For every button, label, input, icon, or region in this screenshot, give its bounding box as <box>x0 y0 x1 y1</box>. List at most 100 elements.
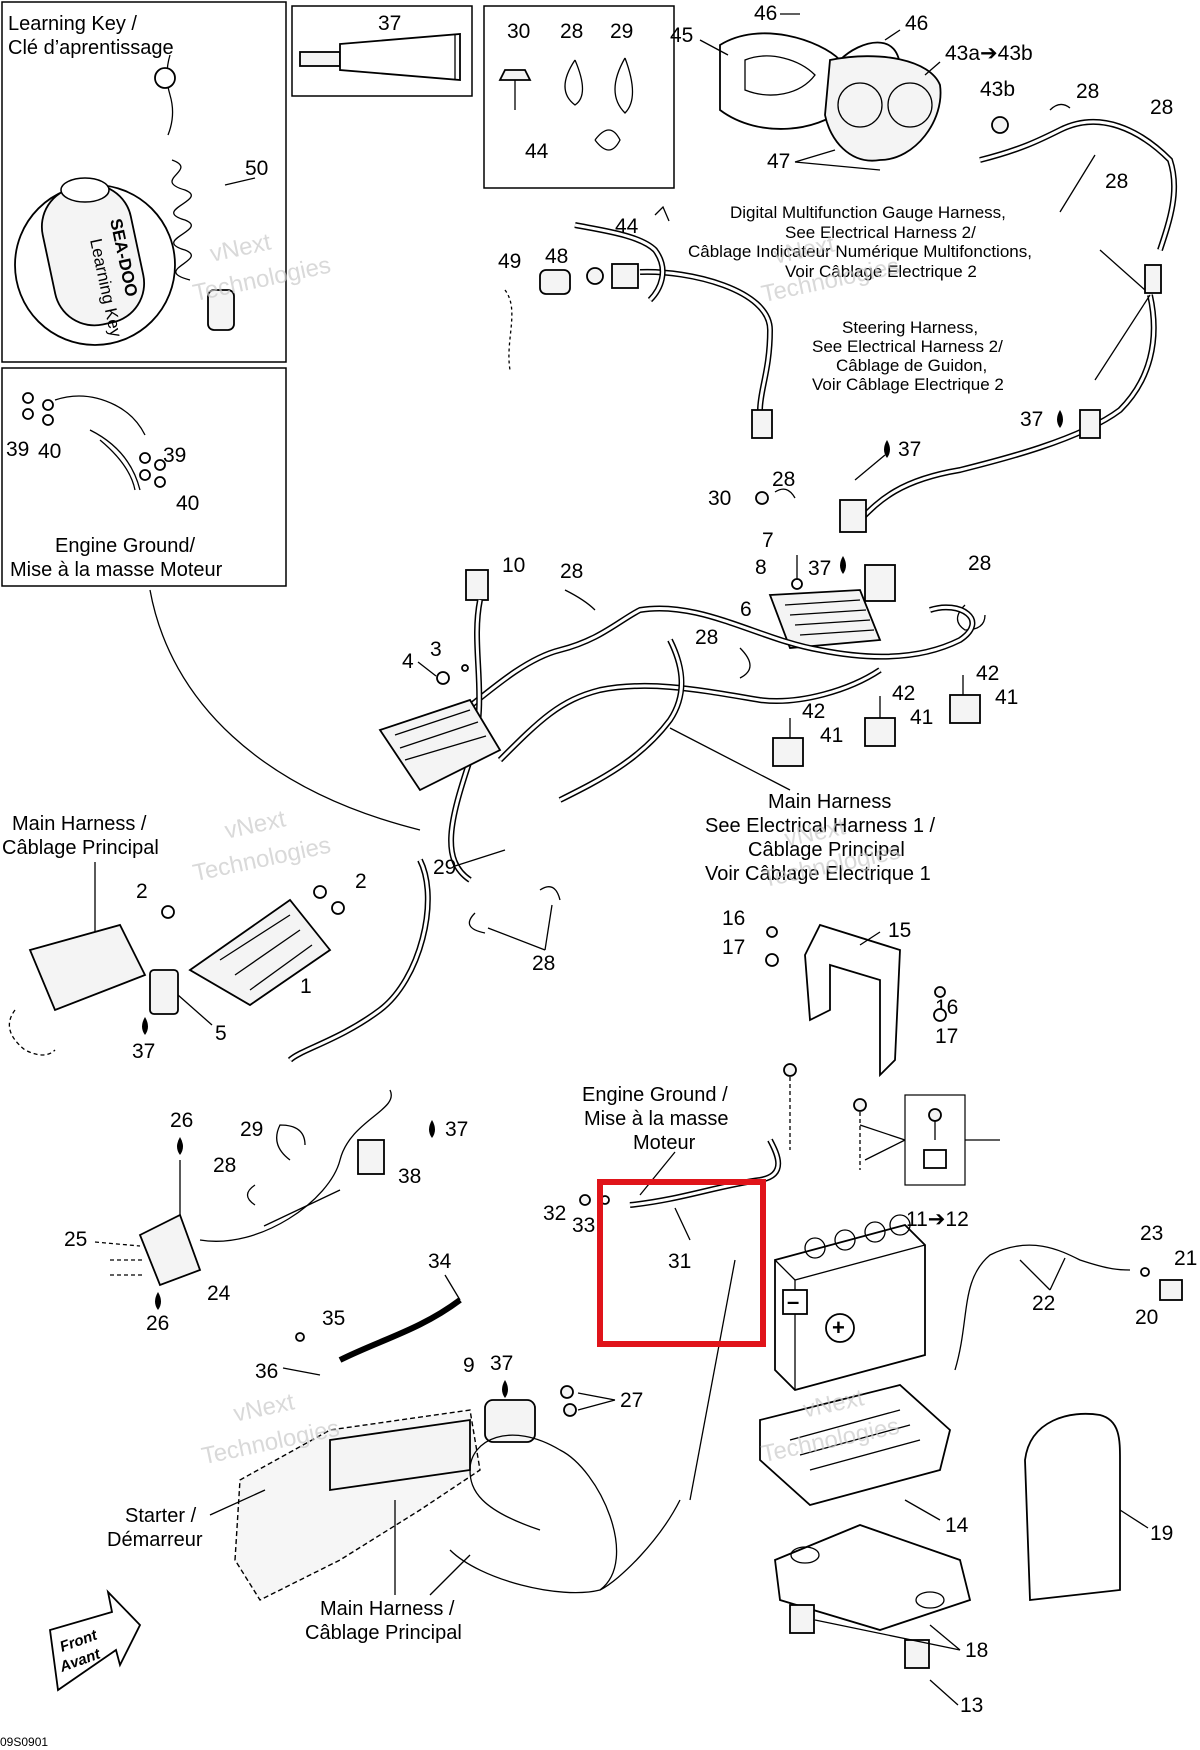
engine-ground-box: 39 40 39 40 Engine Ground/ Mise à la mas… <box>1 367 287 587</box>
callout-4: 4 <box>402 650 414 673</box>
engine-ground-mid-line1: Engine Ground / <box>582 1084 728 1106</box>
gauge-cluster-icon <box>824 55 942 162</box>
callout-43b: 43b <box>980 78 1015 101</box>
main-harness-left-line1: Main Harness / <box>12 813 147 835</box>
callout-17b: 17 <box>935 1025 958 1048</box>
callout-38: 38 <box>398 1165 421 1188</box>
callout-46a: 46 <box>754 2 777 25</box>
callout-29b: 29 <box>433 856 456 879</box>
callout-37d: 37 <box>808 557 831 580</box>
callout-24: 24 <box>207 1282 231 1305</box>
callout-23: 23 <box>1140 1222 1163 1245</box>
callout-32: 32 <box>543 1202 566 1225</box>
diagram-code: 09S0901 <box>0 1735 48 1749</box>
sealant-drop-icon <box>142 1017 148 1035</box>
callout-29c: 29 <box>240 1118 263 1141</box>
callout-31: 31 <box>668 1250 691 1273</box>
callout-9: 9 <box>463 1354 475 1377</box>
learning-key-title-line2: Clé d’aprentissage <box>8 37 174 59</box>
callout-36: 36 <box>255 1360 278 1383</box>
relay-icon <box>949 694 981 724</box>
callout-39b: 39 <box>163 444 186 467</box>
callout-45: 45 <box>670 24 693 47</box>
sealant-drop-icon <box>429 1120 435 1138</box>
svg-text:+: + <box>832 1315 845 1340</box>
callout-37b: 37 <box>1020 408 1043 431</box>
callout-27: 27 <box>620 1389 643 1412</box>
callout-11: 11➔12 <box>906 1208 969 1231</box>
sealant-drop-icon <box>155 1292 161 1310</box>
callout-20: 20 <box>1135 1306 1158 1329</box>
sealant-drop-icon <box>502 1380 508 1398</box>
callout-43ab: 43a➔43b <box>945 42 1033 65</box>
learning-key-fob-icon: SEA-DOO Learning Key <box>14 177 176 346</box>
digital-gauge-line2: See Electrical Harness 2/ <box>785 223 976 242</box>
callout-6: 6 <box>740 598 752 621</box>
callout-42b: 42 <box>892 682 915 705</box>
callout-28h: 28 <box>695 626 718 649</box>
callout-47: 47 <box>767 150 790 173</box>
main-harness-left-line2: Câblage Principal <box>2 837 159 859</box>
callout-26a: 26 <box>170 1109 193 1132</box>
svg-text:vNext: vNext <box>222 805 288 844</box>
callout-30b: 30 <box>708 487 731 510</box>
battery-tray-icon <box>759 1384 952 1506</box>
callout-37c: 37 <box>898 438 921 461</box>
callout-44a: 44 <box>525 140 549 163</box>
sealant-drop-icon <box>177 1137 183 1155</box>
front-arrow-icon: Front Avant <box>49 1589 142 1692</box>
callout-5: 5 <box>215 1022 227 1045</box>
main-harness-right-line1: Main Harness <box>768 791 891 813</box>
callout-34: 34 <box>428 1250 452 1273</box>
callout-35: 35 <box>322 1307 345 1330</box>
voltage-regulator-icon <box>768 589 882 649</box>
callout-41b: 41 <box>910 706 933 729</box>
engine-ground-top-line1: Engine Ground/ <box>55 535 196 557</box>
callout-33: 33 <box>572 1214 595 1237</box>
callout-37f: 37 <box>445 1118 468 1141</box>
callout-14: 14 <box>945 1514 969 1537</box>
battery-base-icon <box>774 1524 972 1631</box>
screw-icon <box>498 69 532 110</box>
callout-13: 13 <box>960 1694 983 1717</box>
main-harness-right-line4: Voir Câblage Electrique 1 <box>705 863 931 885</box>
steering-harness-line4: Voir Câblage Electrique 2 <box>812 375 1004 394</box>
callout-8: 8 <box>755 556 767 579</box>
callout-28b: 28 <box>1076 80 1099 103</box>
callout-28j: 28 <box>213 1154 236 1177</box>
learning-key-title-line1: Learning Key / <box>8 13 137 35</box>
steering-harness-line1: Steering Harness, <box>842 318 978 337</box>
callout-49: 49 <box>498 250 521 273</box>
callout-48: 48 <box>545 245 568 268</box>
main-harness-bottom-line1: Main Harness / <box>320 1598 455 1620</box>
fuse-box-icon <box>378 698 502 792</box>
steering-harness-line3: Câblage de Guidon, <box>836 356 987 375</box>
callout-37e: 37 <box>132 1040 155 1063</box>
starter-line1: Starter / <box>125 1505 197 1527</box>
grease-tube-box: 37 <box>291 5 473 97</box>
digital-gauge-line1: Digital Multifunction Gauge Harness, <box>730 203 1006 222</box>
callout-22: 22 <box>1032 1292 1055 1315</box>
harness-connector-block-icon <box>28 923 147 1012</box>
learning-key-box: Learning Key / Clé d’aprentissage SEA-DO… <box>1 1 287 363</box>
battery-pad-icon <box>1024 1412 1121 1602</box>
callout-2b: 2 <box>355 870 367 893</box>
starter-line2: Démarreur <box>107 1529 203 1551</box>
highlight-box-part-31 <box>597 1179 766 1347</box>
engine-ground-mid-line2: Mise à la masse <box>584 1108 729 1130</box>
callout-28c: 28 <box>1150 96 1173 119</box>
grease-tube-icon <box>299 33 461 81</box>
callout-19: 19 <box>1150 1522 1173 1545</box>
digital-gauge-line3: Câblage Indicateur Numérique Multifoncti… <box>688 242 1032 261</box>
callout-28i: 28 <box>532 952 555 975</box>
callout-3: 3 <box>430 638 442 661</box>
main-harness-right-line2: See Electrical Harness 1 / <box>705 815 936 837</box>
callout-18: 18 <box>965 1639 988 1662</box>
main-harness-bottom-line2: Câblage Principal <box>305 1622 462 1644</box>
svg-text:vNext: vNext <box>231 1388 297 1427</box>
svg-text:–: – <box>787 1289 799 1314</box>
sealant-drop-icon <box>1057 410 1063 428</box>
fuse-holder-bracket-icon <box>188 898 332 1007</box>
starter-motor-icon <box>234 1409 481 1601</box>
